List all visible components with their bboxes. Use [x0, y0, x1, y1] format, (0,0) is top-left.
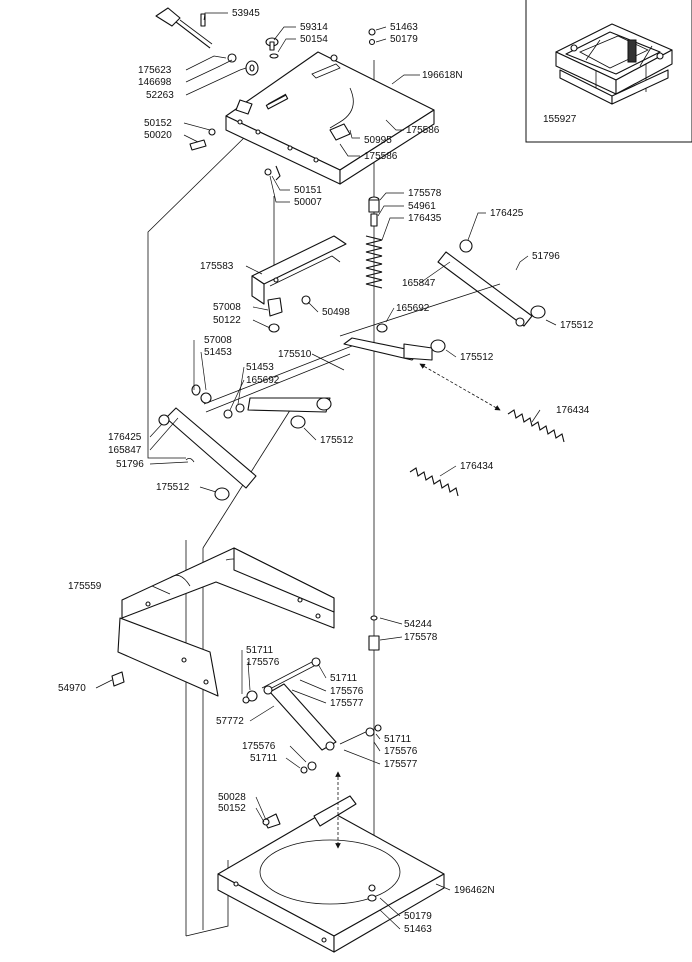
callout-label: 51796 — [532, 251, 560, 262]
callout-label: 50152 — [144, 118, 172, 129]
callout-label: 175577 — [384, 759, 418, 770]
callout-label: 57008 — [204, 335, 232, 346]
callout-label: 165847 — [402, 278, 436, 289]
callout-label: 175578 — [408, 188, 442, 199]
callout-label: 51453 — [204, 347, 232, 358]
callout-label: 196462N — [454, 885, 495, 896]
callout-label: 176434 — [556, 405, 590, 416]
assembly-guide-lines — [147, 60, 375, 937]
callout-label: 51463 — [404, 924, 432, 935]
callout-label: 50154 — [300, 34, 328, 45]
callout-label: 50028 — [218, 792, 246, 803]
callout-label: 175512 — [320, 435, 354, 446]
callout-label: 175586 — [406, 125, 440, 136]
callout-label: 50995 — [364, 135, 392, 146]
callout-label: 175576 — [246, 657, 280, 668]
callout-label: 54970 — [58, 683, 86, 694]
callout-label: 196618N — [422, 70, 463, 81]
callout-label: 50151 — [294, 185, 322, 196]
inset-panel: 155927 — [525, 0, 692, 143]
callout-label: 51711 — [330, 673, 358, 684]
callout-labels: 53945 59314 50154 51463 50179 175623 146… — [58, 8, 594, 935]
callout-label: 175512 — [460, 352, 494, 363]
callout-label: 176425 — [108, 432, 142, 443]
callout-label: 165692 — [246, 375, 280, 386]
callout-label: 175578 — [404, 632, 438, 643]
callout-label: 175512 — [560, 320, 594, 331]
callout-label: 50179 — [404, 911, 432, 922]
callout-label: 50152 — [218, 803, 246, 814]
tension-springs — [409, 363, 565, 497]
callout-label: 53945 — [232, 8, 260, 19]
callout-label: 175576 — [384, 746, 418, 757]
shock-absorber — [242, 657, 382, 774]
top-plate — [225, 51, 435, 185]
callout-label: 52263 — [146, 90, 174, 101]
callout-label: 51711 — [246, 645, 274, 656]
callout-label: 175577 — [330, 698, 364, 709]
left-arm — [158, 384, 332, 501]
callout-label: 175623 — [138, 65, 172, 76]
callout-label: 50498 — [322, 307, 350, 318]
callout-label: 57008 — [213, 302, 241, 313]
callout-label: 175583 — [200, 261, 234, 272]
callout-label: 51463 — [390, 22, 418, 33]
callout-label: 175586 — [364, 151, 398, 162]
callout-label: 54961 — [408, 201, 436, 212]
callout-label: 51796 — [116, 459, 144, 470]
callout-label: 165692 — [396, 303, 430, 314]
callout-label: 175576 — [242, 741, 276, 752]
center-spring-stack — [365, 196, 383, 651]
callout-label: 175510 — [278, 349, 312, 360]
side-shield — [111, 547, 335, 697]
bracket — [251, 235, 347, 333]
callout-label: 51453 — [246, 362, 274, 373]
callout-label: 176435 — [408, 213, 442, 224]
callout-label: 165847 — [108, 445, 142, 456]
callout-label: 175512 — [156, 482, 190, 493]
callout-label: 176425 — [490, 208, 524, 219]
callout-label: 175559 — [68, 581, 102, 592]
callout-label: 50122 — [213, 315, 241, 326]
callout-label: 57772 — [216, 716, 244, 727]
callout-label: 51711 — [384, 734, 412, 745]
main-shaft — [203, 283, 501, 413]
callout-label: 54244 — [404, 619, 432, 630]
handle-assembly — [155, 7, 376, 76]
callout-label: 155927 — [543, 114, 577, 125]
left-fasteners — [189, 128, 281, 181]
callout-label: 146698 — [138, 77, 172, 88]
callout-label: 59314 — [300, 22, 328, 33]
callout-label: 51711 — [250, 753, 278, 764]
callout-label: 176434 — [460, 461, 494, 472]
callout-label: 50179 — [390, 34, 418, 45]
callout-label: 175576 — [330, 686, 364, 697]
callout-label: 50007 — [294, 197, 322, 208]
callout-label: 50020 — [144, 130, 172, 141]
leader-lines — [95, 12, 557, 930]
assembled-seat-suspension-thumbnail — [555, 23, 673, 105]
